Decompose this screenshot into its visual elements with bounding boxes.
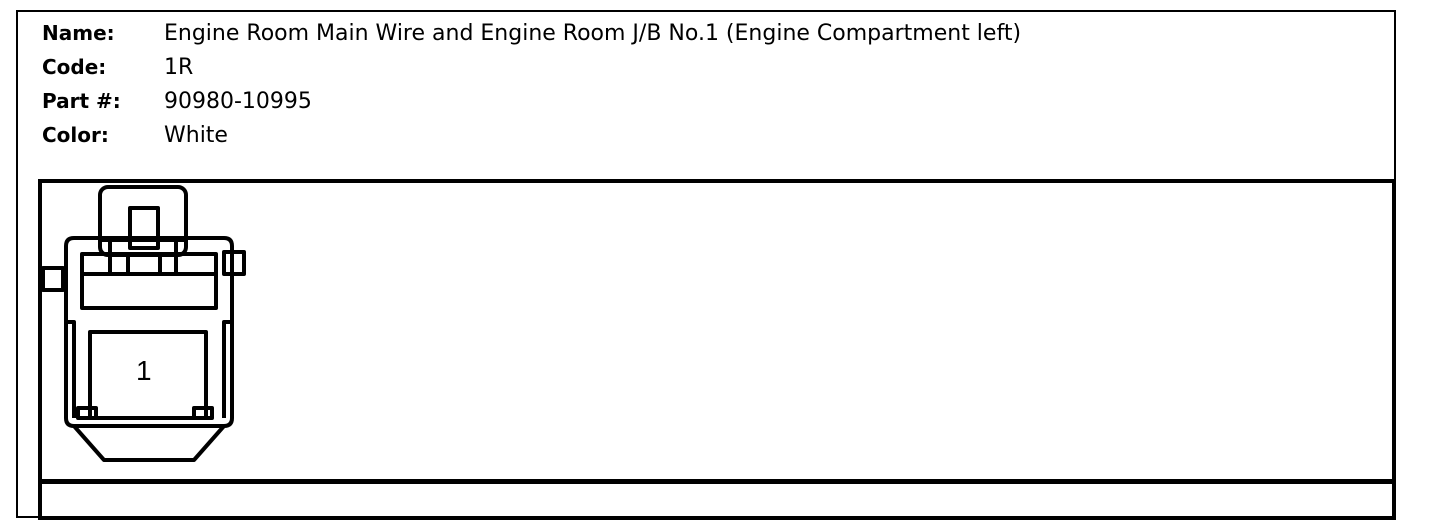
part-label: Part #: [42, 89, 121, 113]
name-label: Name: [42, 21, 115, 45]
code-value: 1R [164, 55, 194, 80]
color-value: White [164, 123, 228, 148]
connector-face-icon: 1 [41, 185, 246, 462]
code-label: Code: [42, 55, 107, 79]
color-row: Color: White [42, 120, 1021, 154]
connector-details: Name: Engine Room Main Wire and Engine Ro… [42, 18, 1021, 154]
part-value: 90980-10995 [164, 89, 312, 114]
name-value: Engine Room Main Wire and Engine Room J/… [164, 21, 1022, 46]
name-row: Name: Engine Room Main Wire and Engine Ro… [42, 18, 1021, 52]
code-row: Code: 1R [42, 52, 1021, 86]
color-label: Color: [42, 123, 109, 147]
diagram-footer-box [38, 480, 1396, 520]
pin-number: 1 [136, 355, 152, 386]
part-row: Part #: 90980-10995 [42, 86, 1021, 120]
